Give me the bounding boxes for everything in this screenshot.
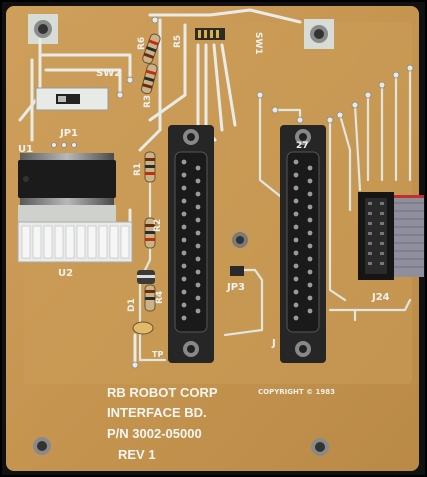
copper-traces — [18, 8, 412, 367]
label-j: J — [271, 338, 276, 349]
label-tp: TP — [152, 350, 163, 359]
ribbon-cable — [394, 195, 424, 277]
label-sw2: SW2 — [96, 68, 121, 79]
db25-connector-right — [280, 125, 326, 363]
led-bar-u2 — [17, 205, 133, 263]
resistor-r2 — [144, 217, 156, 249]
label-u2: U2 — [58, 268, 73, 279]
jumper-jp3 — [230, 266, 244, 276]
label-d1: D1 — [127, 298, 137, 312]
dip-switch-sw1 — [195, 28, 225, 40]
resistor-r6 — [142, 33, 161, 64]
diode-d1 — [137, 270, 155, 284]
db25-connector-left — [168, 125, 214, 363]
capacitor — [132, 321, 154, 335]
label-r1: R1 — [133, 163, 143, 176]
ribbon-header-j24 — [358, 192, 394, 280]
label-r2: R2 — [153, 219, 163, 232]
board-part-number: P/N 3002-05000 — [107, 426, 202, 441]
mounting-hole-top-right — [304, 19, 334, 49]
mounting-hole-bottom-left — [33, 437, 51, 455]
label-j24: J24 — [371, 292, 390, 303]
label-sw1: SW1 — [253, 32, 263, 55]
board-copyright: COPYRIGHT © 1983 — [258, 388, 335, 396]
slide-switch-sw2 — [35, 87, 109, 111]
dip-chip-u1 — [18, 153, 116, 205]
label-u1: U1 — [18, 144, 33, 155]
board-product: INTERFACE BD. — [107, 405, 207, 420]
label-r5: R5 — [173, 35, 183, 48]
label-r6: R6 — [137, 37, 147, 50]
mounting-hole-bottom-right — [311, 438, 329, 456]
mounting-hole-top-left — [28, 14, 58, 44]
label-r4: R4 — [155, 291, 165, 304]
label-jp1: JP1 — [59, 128, 78, 139]
label-jp3: JP3 — [226, 282, 245, 293]
board-company: RB ROBOT CORP — [107, 385, 218, 400]
label-pin-27: 27 — [296, 141, 309, 151]
label-r3: R3 — [143, 95, 153, 108]
resistor-r1 — [144, 151, 156, 183]
board-revision: REV 1 — [118, 447, 156, 462]
resistor-r4 — [144, 284, 156, 312]
resistor-r3 — [140, 63, 158, 95]
